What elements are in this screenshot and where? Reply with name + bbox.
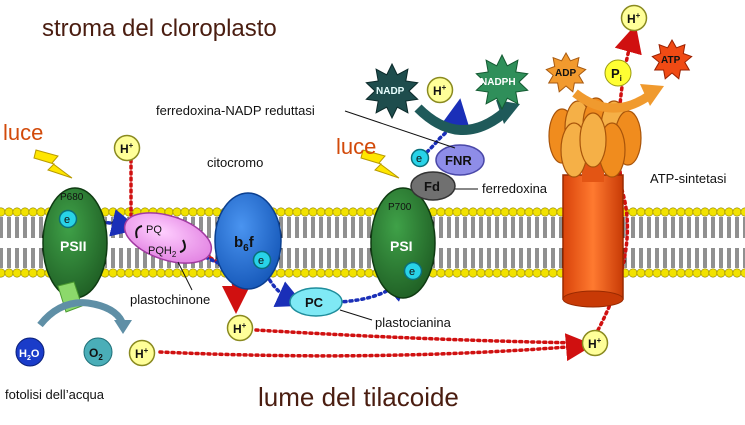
proton-5: H+: [226, 314, 254, 342]
svg-text:b6f: b6f: [234, 234, 255, 254]
plastochinone-label: plastochinone: [130, 292, 210, 307]
plastocyanin: PC: [289, 287, 343, 317]
svg-text:H2O: H2O: [19, 348, 40, 362]
h2o-molecule: H2O: [15, 337, 45, 367]
proton-3: H+: [620, 4, 648, 32]
protons: H+ H+ H+ H+ H+ H+: [113, 4, 648, 367]
atp-synthesis-arrow: [572, 89, 653, 113]
proton-path-lumen: [158, 333, 594, 362]
electron-3: e: [403, 261, 423, 281]
svg-text:NADPH: NADPH: [480, 77, 516, 88]
electrons: e e e e: [58, 148, 430, 281]
svg-text:e: e: [409, 266, 415, 278]
nadp-reduction-arrow: [414, 104, 509, 136]
fnr-label: FNR: [445, 153, 472, 168]
pq-label: PQ: [146, 224, 162, 236]
proton-1: H+: [113, 134, 141, 162]
proton-4: H+: [128, 339, 156, 367]
luce-left-label: luce: [3, 120, 43, 145]
o2-molecule: O2: [83, 337, 113, 367]
fnr-enzyme-label: ferredoxina-NADP reduttasi: [156, 103, 315, 118]
plastocianina-label: plastocianina: [375, 315, 452, 330]
pi-molecule: Pi: [604, 59, 632, 87]
svg-text:NADP: NADP: [376, 86, 405, 97]
fnr-enzyme: FNR: [435, 144, 485, 176]
svg-text:e: e: [258, 255, 264, 267]
light-bolt-psi: [360, 149, 400, 179]
adp-molecule: ADP: [545, 51, 587, 93]
luce-right-label: luce: [336, 134, 376, 159]
citocromo-label: citocromo: [207, 155, 263, 170]
svg-text:PQH2: PQH2: [148, 245, 177, 259]
ferredoxin: Fd: [410, 171, 456, 201]
nadp-molecule: NADP: [365, 62, 419, 120]
svg-text:Pi: Pi: [611, 66, 622, 83]
lumen-title: lume del tilacoide: [258, 382, 459, 412]
pc-label: PC: [305, 295, 324, 310]
photosystem-i: P700 PSI: [370, 187, 436, 299]
svg-text:O2: O2: [89, 346, 103, 362]
atp-synthase-head: [548, 97, 642, 178]
psi-label: PSI: [390, 238, 413, 254]
stroma-title: stroma del cloroplasto: [42, 15, 277, 42]
proton-path-lumen-2: [254, 328, 582, 345]
psii-label: PSII: [60, 238, 86, 254]
svg-text:e: e: [64, 214, 70, 226]
proton-6: H+: [581, 329, 609, 357]
ferredoxina-label: ferredoxina: [482, 181, 548, 196]
nadph-molecule: NADPH: [475, 53, 529, 111]
electron-4: e: [410, 148, 430, 168]
svg-text:ATP: ATP: [661, 55, 681, 66]
electron-1: e: [58, 209, 78, 229]
light-bolt-psii: [33, 149, 73, 179]
svg-text:e: e: [416, 153, 422, 165]
plastoquinone: PQ PQH2: [123, 212, 213, 264]
photosystem-ii: P680 PSII: [42, 187, 108, 299]
atp-molecule: ATP: [651, 38, 693, 80]
atp-synthase: [548, 97, 642, 308]
cytochrome-b6f: b6f: [214, 192, 282, 290]
water-splitting: [37, 281, 132, 334]
p680-label: P680: [60, 192, 84, 203]
svg-text:ADP: ADP: [555, 68, 576, 79]
fd-label: Fd: [424, 179, 440, 194]
proton-2: H+: [426, 76, 454, 104]
electron-2: e: [252, 250, 272, 270]
p700-label: P700: [388, 202, 412, 213]
atp-sintetasi-label: ATP-sintetasi: [650, 171, 726, 186]
fotolisi-label: fotolisi dell’acqua: [5, 387, 105, 402]
